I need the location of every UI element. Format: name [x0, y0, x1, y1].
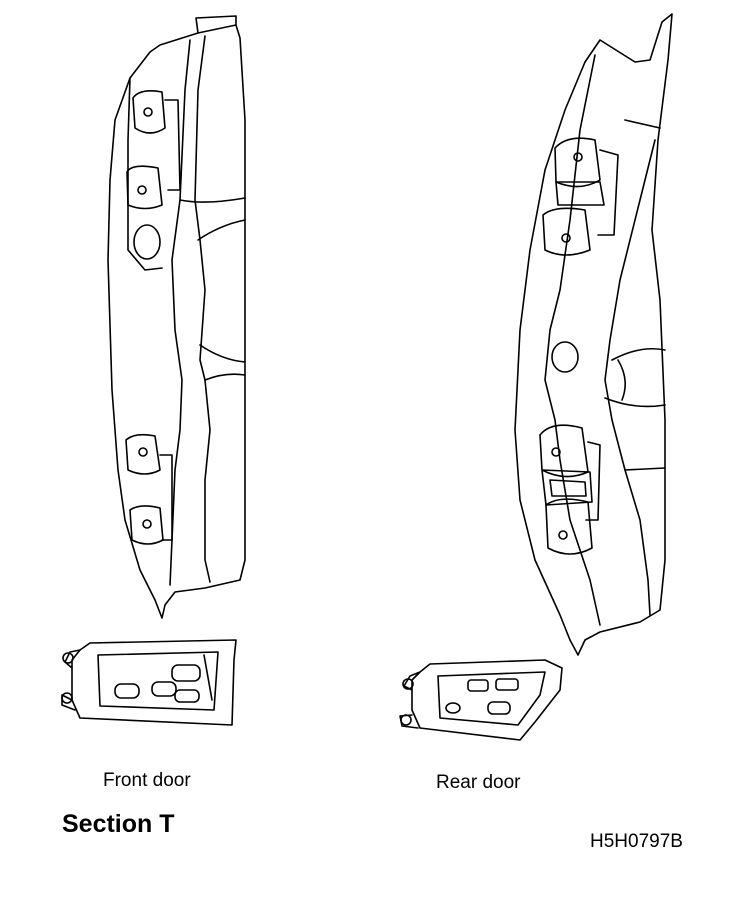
front-bracket-inner — [98, 652, 218, 710]
front-pillar-rib-upper — [198, 220, 245, 240]
front-bracket-slot-2 — [152, 682, 176, 696]
front-pillar-rib-top — [180, 198, 245, 202]
rear-pillar-rib-low — [605, 398, 665, 406]
rear-pillar-outline — [515, 14, 672, 655]
front-door-pillar — [108, 16, 245, 618]
front-pillar-inner-flange — [170, 40, 190, 585]
front-bracket-slot-3 — [172, 665, 200, 681]
front-pillar-rib-mid — [200, 345, 245, 362]
rear-door-pillar — [515, 14, 672, 655]
rear-lower-hinge — [540, 425, 600, 554]
rear-pillar-rib-top — [625, 120, 660, 128]
front-pillar-inner-flange-2 — [195, 36, 210, 582]
front-pillar-edge — [128, 78, 162, 270]
front-bracket-slot-1 — [115, 684, 139, 698]
rear-pillar-rib-mid — [612, 349, 665, 360]
rear-pillar-inner-flange — [545, 55, 600, 625]
figure-code: H5H0797B — [590, 831, 683, 852]
front-bracket-outline — [72, 640, 236, 725]
front-upper-hinge — [127, 91, 180, 209]
rear-bracket-inner — [438, 672, 545, 725]
front-lower-hinge — [126, 435, 172, 544]
front-pillar-top-tab — [196, 16, 236, 33]
front-pillar-outline — [108, 25, 245, 618]
rear-bracket-outline — [412, 660, 562, 740]
rear-upper-hinge — [543, 138, 618, 255]
front-pillar-access-hole — [134, 225, 160, 259]
rear-bracket-hole — [446, 703, 460, 713]
rear-door-label: Rear door — [436, 772, 521, 793]
rear-pillar-inner-flange-2 — [605, 140, 655, 615]
section-title: Section T — [62, 810, 175, 838]
front-door-label: Front door — [103, 770, 191, 791]
front-bracket-slot-4 — [175, 690, 199, 702]
rear-pillar-access-hole — [552, 342, 578, 372]
rear-pillar-rib-bottom — [625, 468, 665, 470]
rear-bracket-slot-3 — [488, 702, 510, 714]
rear-door-bracket — [400, 660, 562, 740]
front-pillar-rib-low — [205, 374, 245, 380]
front-bracket-tab-top — [63, 653, 73, 663]
front-door-bracket — [62, 640, 236, 725]
rear-bracket-slot-1 — [468, 680, 488, 691]
rear-bracket-slot-2 — [496, 679, 518, 690]
